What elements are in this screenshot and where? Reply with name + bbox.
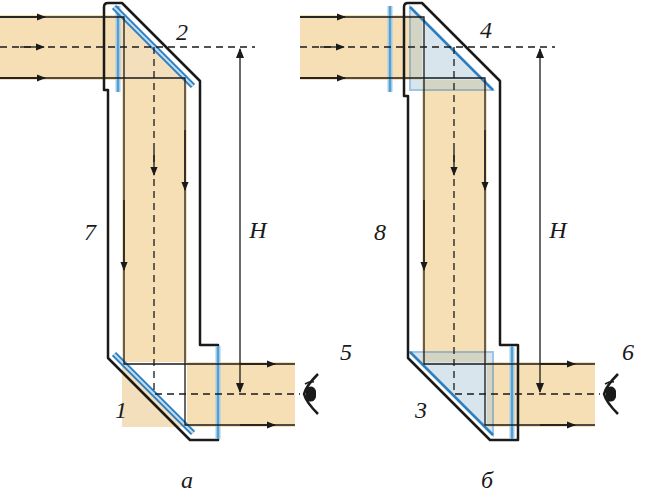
dimension-label: H [549, 218, 566, 242]
prism-periscope [300, 3, 618, 440]
dimension-label: H [249, 218, 266, 242]
figure-letter: а [181, 468, 193, 492]
figure-letter: б [481, 468, 493, 492]
callout-number: 6 [622, 340, 634, 364]
callout-number: 7 [84, 220, 96, 244]
callout-number: 1 [115, 398, 127, 422]
callout-number: 5 [340, 340, 352, 364]
callout-number: 3 [415, 398, 427, 422]
callout-number: 8 [374, 220, 386, 244]
mirror-periscope [0, 3, 318, 440]
callout-number: 4 [480, 18, 492, 42]
callout-number: 2 [176, 20, 188, 44]
